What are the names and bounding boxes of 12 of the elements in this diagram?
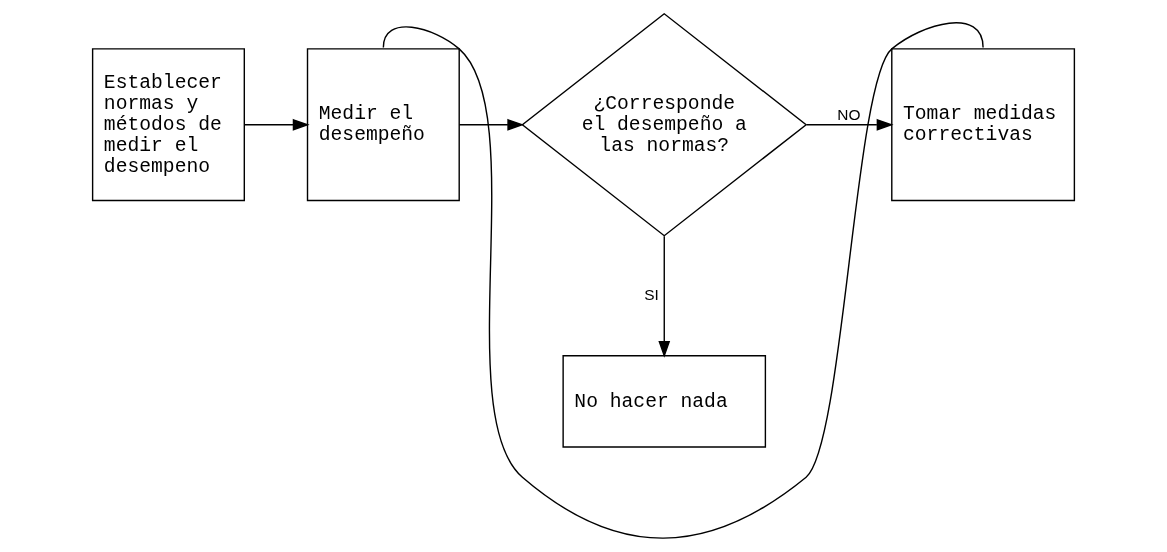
node-box: Tomar medidas correctivas — [891, 48, 1076, 202]
node-box: No hacer nada — [562, 355, 767, 448]
connector — [382, 22, 984, 539]
node-box: Establecer normas y métodos de medir el desempeno — [91, 48, 245, 202]
arrow — [658, 235, 671, 358]
arrow — [458, 118, 525, 131]
arrow — [805, 118, 894, 131]
edge-label: SI — [644, 285, 659, 303]
node-diamond: ¿Corresponde el desempeño a las normas? — [521, 12, 808, 237]
edge-label: NO — [837, 106, 861, 124]
node-box: Medir el desempeño — [306, 48, 460, 202]
arrow — [243, 118, 310, 131]
